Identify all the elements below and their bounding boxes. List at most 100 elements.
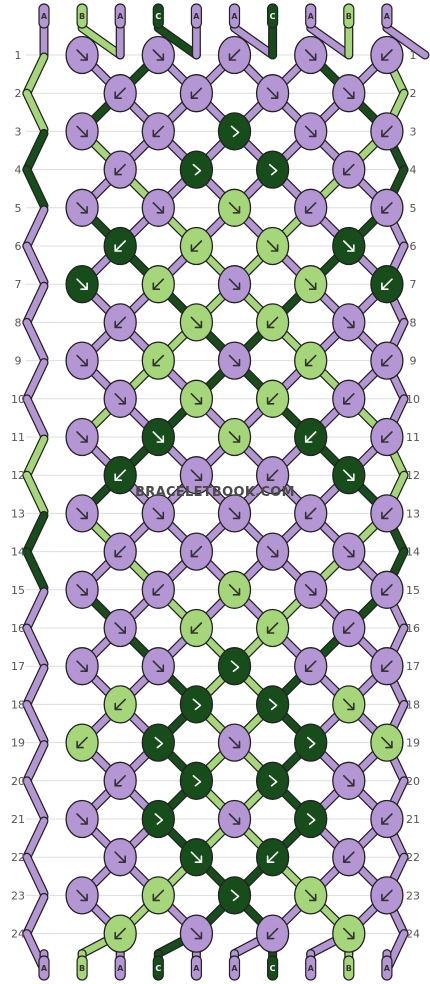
strand-label-bottom: C	[152, 955, 164, 981]
row-number-left: 2	[15, 87, 22, 100]
edge-strand-segment	[23, 624, 48, 668]
row-number-right: 14	[406, 546, 420, 559]
arrow-down-left-icon	[381, 507, 393, 520]
edge-strand-segment	[23, 894, 48, 937]
knot-oval	[217, 876, 252, 915]
arrow-down-left-icon	[381, 813, 393, 825]
knot	[294, 265, 328, 304]
strand-label-top: C	[152, 3, 164, 29]
arrow-down-right-icon	[114, 851, 126, 863]
strand-letter: C	[270, 964, 276, 973]
row-number-left: 12	[11, 469, 25, 482]
strand-end-cap	[343, 955, 355, 981]
knot	[217, 265, 252, 304]
knot	[370, 417, 404, 457]
knot	[103, 914, 137, 953]
strand-letter: A	[117, 12, 124, 21]
knot	[332, 226, 366, 266]
arrow-down-left-icon	[381, 278, 393, 290]
knot-oval	[179, 761, 214, 800]
arrow-down-left-icon	[266, 393, 279, 405]
knot-oval	[179, 150, 214, 189]
knot	[294, 647, 328, 686]
arrow-turn-icon	[268, 775, 278, 787]
arrow-down-left-icon	[266, 927, 279, 940]
row-number-left: 8	[15, 316, 22, 329]
knot	[217, 876, 252, 915]
arrow-down-left-icon	[266, 851, 279, 863]
arrow-down-right-icon	[152, 202, 165, 214]
edge-strand-segment	[23, 664, 48, 708]
strand-letter: A	[308, 964, 315, 973]
strand-end-cap	[38, 3, 50, 29]
arrow-down-right-icon	[152, 507, 165, 520]
strand-letter: A	[308, 12, 315, 21]
knot	[65, 570, 99, 609]
row-number-left: 20	[11, 775, 25, 788]
knot	[255, 74, 290, 113]
strand-label-bottom: A	[381, 955, 393, 981]
knot	[179, 226, 214, 266]
knot	[332, 150, 366, 189]
knot	[255, 914, 290, 953]
knot	[370, 647, 404, 686]
strand-label-top: A	[381, 3, 393, 29]
arrow-down-right-icon	[76, 354, 88, 367]
knot	[294, 341, 328, 380]
knot	[255, 226, 290, 266]
strand-letter: A	[384, 12, 391, 21]
arrow-down-right-icon	[304, 278, 317, 290]
arrow-down-right-icon	[76, 202, 88, 214]
knot	[255, 685, 290, 724]
arrow-down-right-icon	[228, 278, 241, 290]
knot-oval	[294, 799, 328, 839]
arrow-down-right-icon	[228, 736, 241, 749]
row-number-right: 18	[406, 698, 420, 711]
arrow-down-right-icon	[152, 431, 165, 443]
strand-letter: A	[384, 964, 391, 973]
arrow-down-left-icon	[152, 278, 165, 290]
edge-strand-segment	[23, 319, 48, 362]
row-number-right: 4	[410, 164, 417, 177]
arrow-down-left-icon	[343, 163, 355, 176]
knot	[141, 112, 175, 151]
knot	[370, 723, 404, 762]
knot	[370, 112, 404, 151]
arrow-down-left-icon	[304, 431, 317, 443]
arrow-turn-icon	[230, 889, 240, 902]
arrow-turn-icon	[192, 163, 202, 176]
knot	[65, 723, 99, 762]
arrow-down-left-icon	[266, 622, 279, 634]
knot	[217, 494, 252, 533]
knot	[217, 723, 252, 762]
edge-strand-segment	[23, 853, 48, 897]
edge-strand-segment	[23, 741, 48, 785]
knot	[65, 799, 99, 839]
knot	[141, 35, 175, 75]
strand-end-cap	[267, 3, 279, 29]
row-number-right: 12	[406, 469, 420, 482]
arrow-down-right-icon	[228, 202, 241, 214]
arrow-down-right-icon	[152, 49, 165, 61]
arrow-turn-icon	[192, 775, 202, 787]
knot-oval	[217, 647, 252, 686]
strand-label-bottom: C	[267, 955, 279, 981]
strand-letter: A	[41, 12, 48, 21]
arrow-down-left-icon	[381, 202, 393, 214]
knot	[332, 74, 366, 113]
row-number-right: 19	[406, 737, 420, 750]
row-number-right: 15	[406, 584, 420, 597]
knot	[217, 417, 252, 457]
arrow-turn-icon	[230, 660, 240, 672]
arrow-down-left-icon	[381, 354, 393, 367]
knot	[217, 799, 252, 839]
knot	[294, 188, 328, 227]
strand-letter: B	[79, 964, 85, 973]
knot-oval	[217, 112, 252, 151]
knot	[179, 608, 214, 648]
arrow-turn-icon	[154, 736, 164, 749]
knot	[294, 570, 328, 609]
strand-label-top: A	[228, 3, 241, 29]
row-number-left: 19	[11, 737, 25, 750]
